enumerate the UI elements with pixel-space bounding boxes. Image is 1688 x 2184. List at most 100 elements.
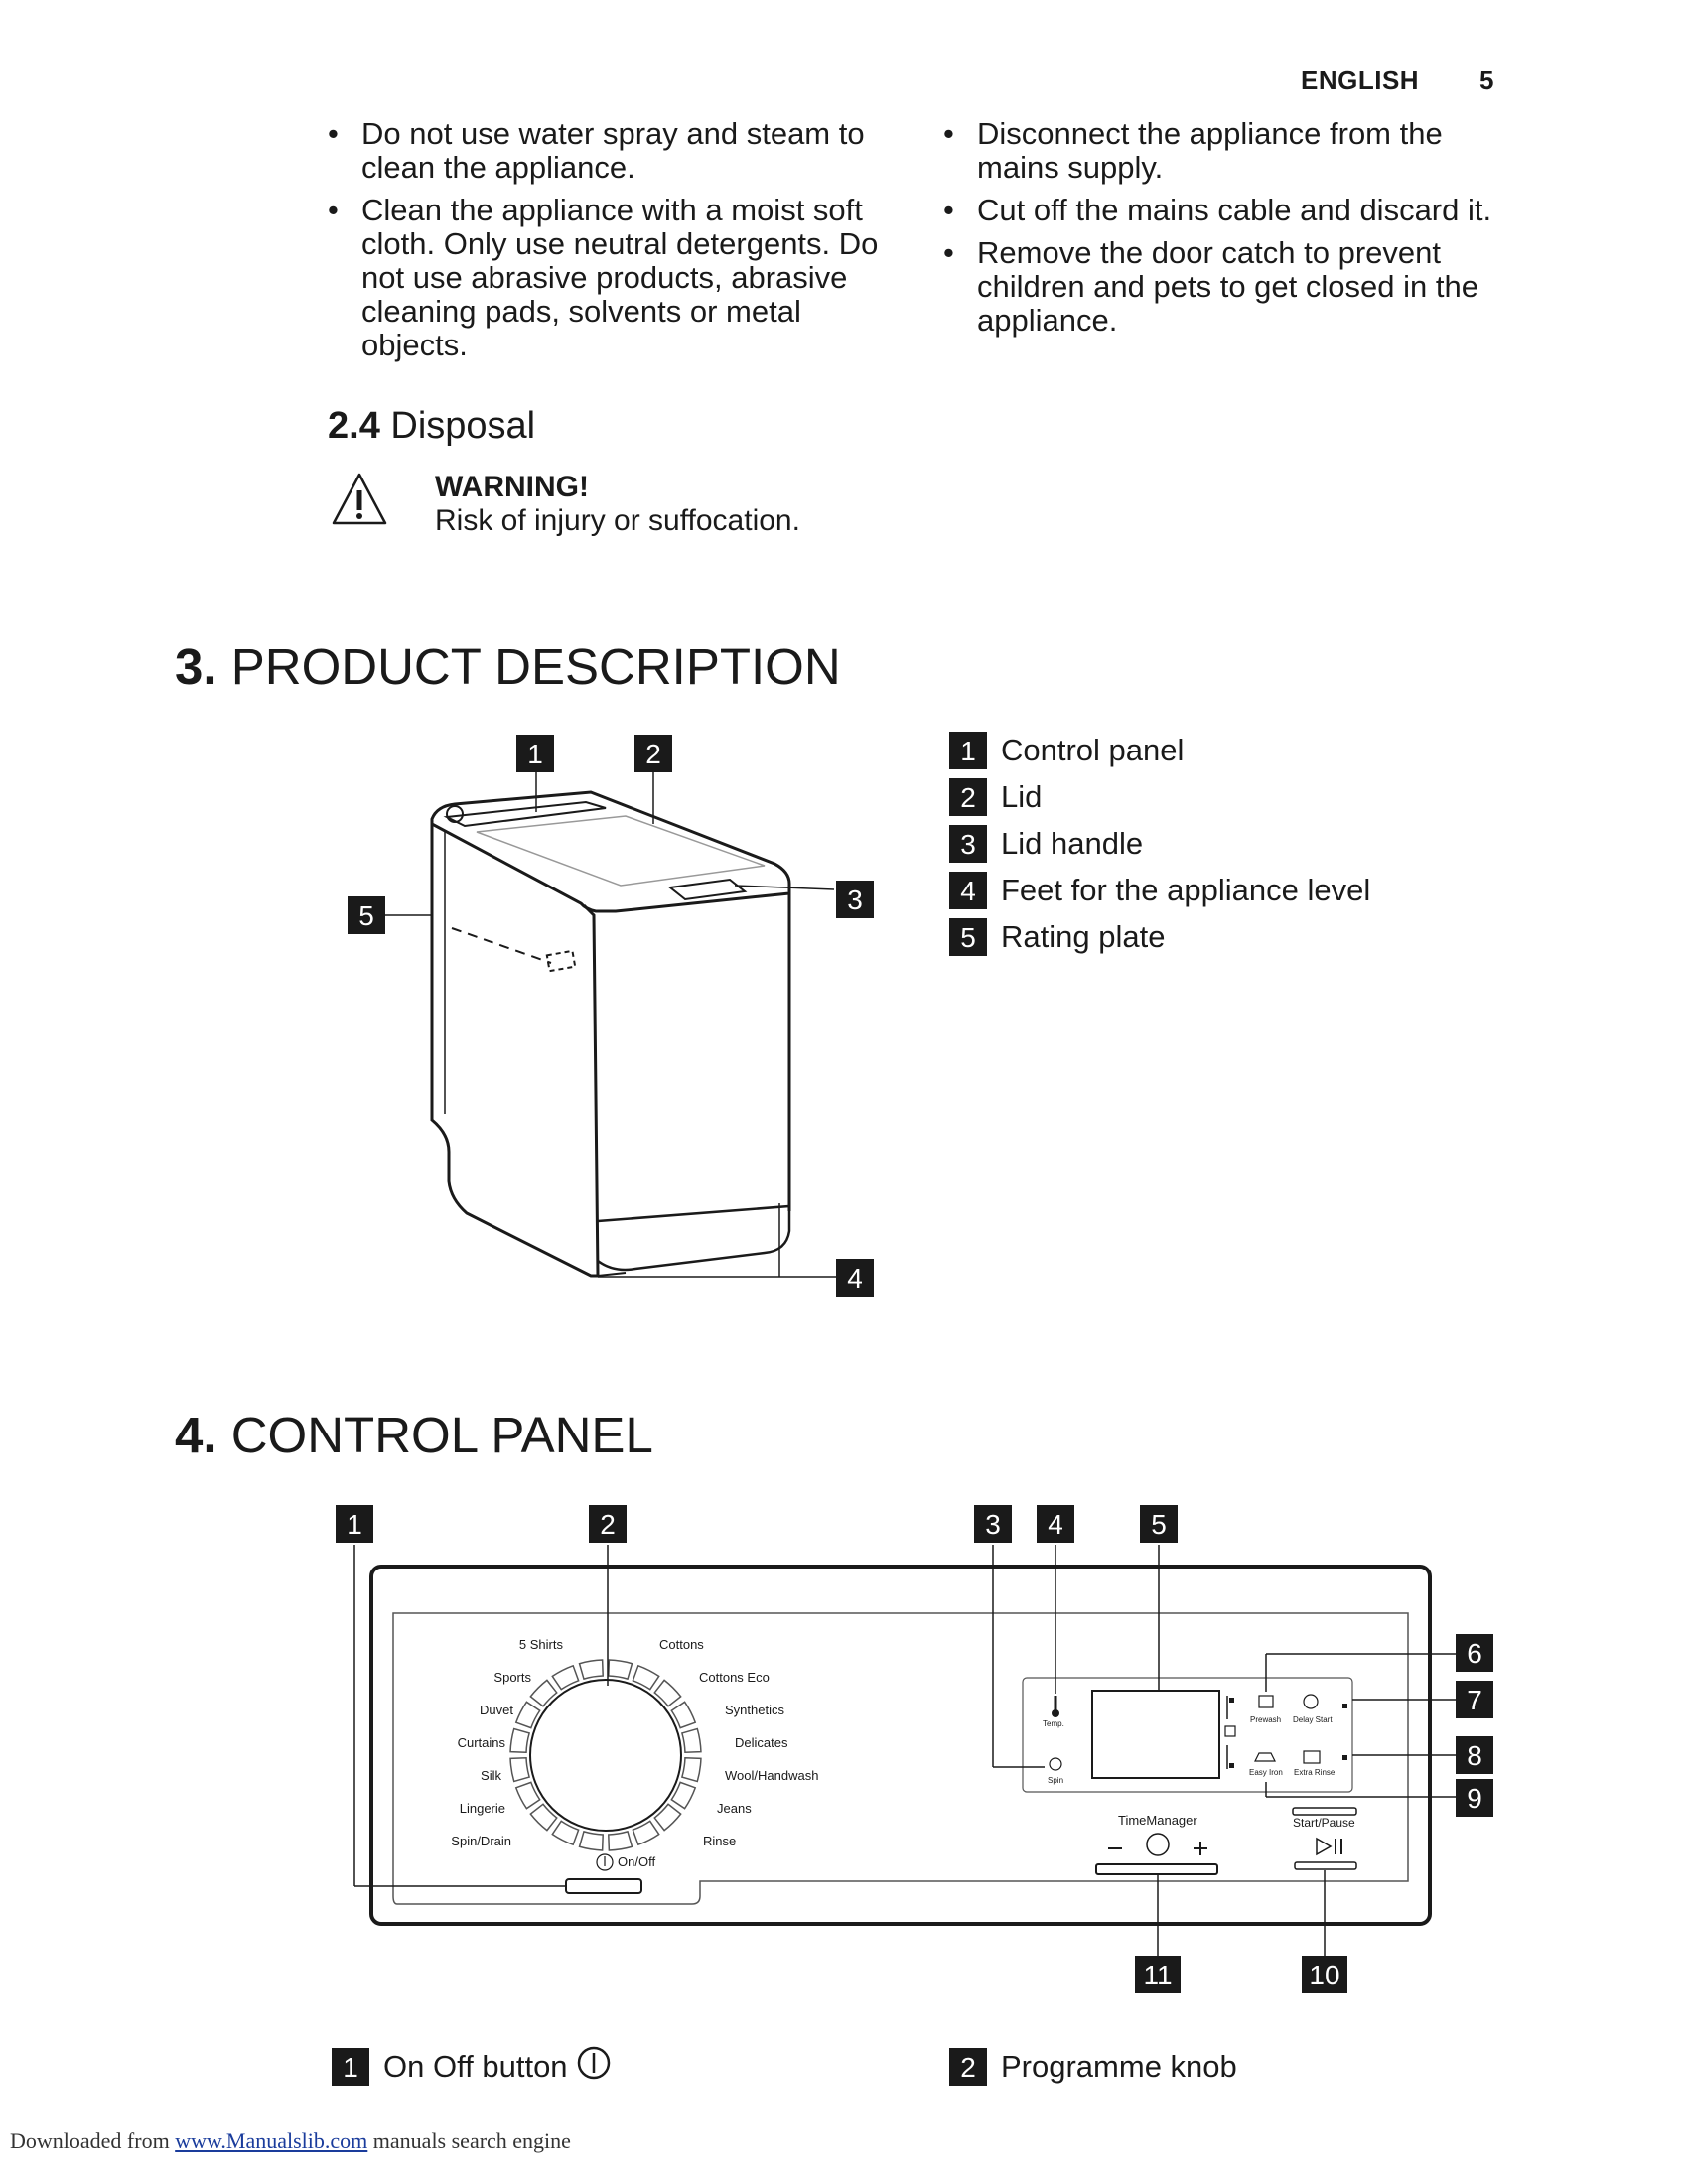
legend-item: 2 Lid: [949, 777, 1042, 817]
programme-label: Rinse: [703, 1834, 737, 1848]
page-number: 5: [1479, 66, 1494, 95]
on-off-label: On/Off: [618, 1854, 656, 1869]
footer-prefix: Downloaded from: [10, 2128, 176, 2153]
legend-label: Rating plate: [1001, 919, 1166, 954]
knob-segment: [632, 1664, 660, 1691]
start-pause-label: Start/Pause: [1293, 1816, 1355, 1830]
appliance-drawing: [338, 725, 894, 1300]
programme-label: Duvet: [480, 1703, 513, 1717]
footer-link[interactable]: www.Manualslib.com: [175, 2128, 368, 2153]
warning-title: WARNING!: [435, 471, 589, 503]
legend-label: Lid handle: [1001, 826, 1144, 861]
legend-number: 4: [949, 872, 987, 909]
list-item: Do not use water spray and steam to clea…: [328, 117, 894, 185]
programme-label: Cottons Eco: [699, 1670, 770, 1685]
legend-item: 3 Lid handle: [949, 824, 1143, 864]
legend-number: 2: [949, 2048, 987, 2086]
callout-5: 5: [1140, 1505, 1178, 1543]
callout-4: 4: [836, 1259, 874, 1297]
legend-label: Programme knob: [1001, 2049, 1237, 2084]
legend-label: On Off button: [383, 2049, 568, 2084]
extra-rinse-label: Extra Rinse: [1294, 1768, 1336, 1777]
bullet-list-left: Do not use water spray and steam to clea…: [328, 117, 894, 371]
callout-7: 7: [1456, 1681, 1493, 1718]
knob-segment: [578, 1830, 604, 1851]
easy-iron-label: Easy Iron: [1249, 1768, 1283, 1777]
programme-label: Lingerie: [459, 1801, 505, 1816]
spin-label: Spin: [1048, 1776, 1064, 1785]
programme-list-left: 5 Shirts Sports Duvet Curtains Silk Ling…: [392, 1628, 650, 1857]
section-title-product-description: 3. PRODUCT DESCRIPTION: [175, 637, 841, 696]
programme-label: Spin/Drain: [451, 1834, 511, 1848]
programme-label: Delicates: [735, 1735, 788, 1750]
programme-label: Sports: [493, 1670, 531, 1685]
warning-text: Risk of injury or suffocation.: [435, 504, 800, 537]
knob-segment: [608, 1659, 633, 1681]
section-title-control-panel: 4. CONTROL PANEL: [175, 1406, 653, 1464]
callout-9: 9: [1456, 1779, 1493, 1817]
time-manager-label: TimeManager: [1118, 1813, 1197, 1828]
control-panel-drawing: [0, 1489, 1688, 2005]
list-item: Disconnect the appliance from the mains …: [943, 117, 1509, 185]
legend-number: 1: [949, 732, 987, 769]
knob-segment: [551, 1820, 580, 1846]
legend-label: Feet for the appliance level: [1001, 873, 1371, 907]
knob-segment: [509, 1727, 531, 1753]
legend-label: Control panel: [1001, 733, 1185, 767]
legend-item: 1 Control panel: [949, 731, 1184, 770]
delay-start-label: Delay Start: [1293, 1715, 1333, 1724]
callout-10: 10: [1302, 1956, 1347, 1993]
section-number: 4.: [175, 1407, 217, 1463]
legend-number: 1: [332, 2048, 369, 2086]
knob-segment: [529, 1679, 558, 1707]
programme-label: Silk: [481, 1768, 501, 1783]
programme-label: Jeans: [717, 1801, 752, 1816]
callout-6: 6: [1456, 1634, 1493, 1672]
legend-item: 5 Rating plate: [949, 917, 1165, 957]
knob-segment: [578, 1659, 604, 1681]
knob-segment: [670, 1701, 697, 1729]
list-item: Cut off the mains cable and discard it.: [943, 194, 1509, 228]
callout-1: 1: [336, 1505, 373, 1543]
legend-item: 2 Programme knob: [949, 2047, 1237, 2087]
knob-segment: [529, 1803, 558, 1832]
legend-item: 1 On Off button: [332, 2045, 612, 2089]
legend-label: Lid: [1001, 779, 1043, 814]
knob-segment: [514, 1781, 541, 1810]
knob-segment: [514, 1701, 541, 1729]
legend-number: 5: [949, 918, 987, 956]
legend-item: 4 Feet for the appliance level: [949, 871, 1370, 910]
programme-list-right: Cottons Cottons Eco Synthetics Delicates…: [643, 1628, 882, 1857]
power-icon: [576, 2045, 612, 2089]
callout-11: 11: [1135, 1956, 1181, 1993]
knob-segment: [608, 1830, 633, 1851]
knob-segment: [680, 1727, 702, 1753]
prewash-label: Prewash: [1250, 1715, 1282, 1724]
footer: Downloaded from www.Manualslib.com manua…: [10, 2128, 571, 2154]
legend-number: 3: [949, 825, 987, 863]
knob-segment: [680, 1757, 702, 1783]
list-item: Remove the door catch to prevent childre…: [943, 236, 1509, 338]
section-label: CONTROL PANEL: [230, 1407, 653, 1463]
knob-segment: [509, 1757, 531, 1783]
knob-segment: [632, 1820, 660, 1846]
subsection-label: Disposal: [390, 405, 536, 447]
programme-label: 5 Shirts: [518, 1637, 563, 1652]
programme-label: Synthetics: [725, 1703, 784, 1717]
knob-segment: [653, 1803, 682, 1832]
callout-2: 2: [634, 735, 672, 772]
knob-segment: [551, 1664, 580, 1691]
bullet-list-right: Disconnect the appliance from the mains …: [943, 117, 1509, 346]
callout-8: 8: [1456, 1736, 1493, 1774]
section-number: 3.: [175, 638, 217, 695]
programme-label: Curtains: [457, 1735, 505, 1750]
header-language: ENGLISH: [1301, 66, 1420, 95]
callout-1: 1: [516, 735, 554, 772]
knob-segment: [653, 1679, 682, 1707]
subsection-number: 2.4: [328, 405, 380, 447]
legend-number: 2: [949, 778, 987, 816]
callout-4: 4: [1037, 1505, 1074, 1543]
section-label: PRODUCT DESCRIPTION: [230, 638, 841, 695]
subsection-title: 2.4 Disposal: [328, 405, 535, 448]
warning-triangle-icon: [330, 471, 389, 528]
